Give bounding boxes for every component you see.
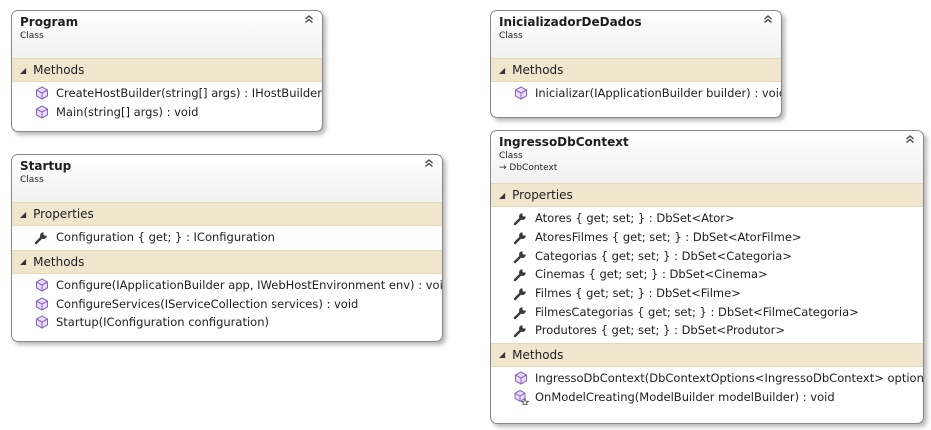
method-icon	[513, 370, 529, 386]
member-row[interactable]: Main(string[] args) : void	[12, 103, 322, 122]
member-list: Configuration { get; } : IConfiguration	[12, 226, 442, 250]
member-list: Atores { get; set; } : DbSet<Ator> Atores…	[491, 207, 923, 343]
member-signature: Atores { get; set; } : DbSet<Ator>	[535, 211, 735, 226]
member-row[interactable]: AtoresFilmes { get; set; } : DbSet<AtorF…	[491, 228, 923, 247]
member-row[interactable]: Inicializar(IApplicationBuilder builder)…	[491, 84, 781, 103]
base-class: → DbContext	[499, 162, 915, 174]
member-signature: Startup(IConfiguration configuration)	[56, 315, 269, 330]
base-class-name: DbContext	[509, 163, 558, 173]
member-row[interactable]: Categorias { get; set; } : DbSet<Categor…	[491, 246, 923, 265]
property-wrench-icon	[513, 322, 529, 338]
protected-override-method-icon	[513, 389, 530, 406]
member-row[interactable]: IngressoDbContext(DbContextOptions<Ingre…	[491, 369, 923, 388]
member-row[interactable]: Produtores { get; set; } : DbSet<Produto…	[491, 321, 923, 340]
member-signature: ConfigureServices(IServiceCollection ser…	[56, 296, 359, 311]
member-signature: Categorias { get; set; } : DbSet<Categor…	[535, 248, 792, 263]
method-icon	[34, 277, 50, 293]
member-row[interactable]: Startup(IConfiguration configuration)	[12, 313, 442, 332]
member-signature: Configure(IApplicationBuilder app, IWebH…	[56, 278, 443, 293]
expand-triangle-icon[interactable]: ◢	[499, 190, 506, 200]
member-row[interactable]: Filmes { get; set; } : DbSet<Filme>	[491, 284, 923, 303]
property-wrench-icon	[513, 210, 529, 226]
section-label: Methods	[512, 63, 564, 77]
collapse-chevron-icon[interactable]	[763, 14, 773, 27]
method-icon	[34, 296, 50, 312]
member-list: IngressoDbContext(DbContextOptions<Ingre…	[491, 367, 923, 409]
property-wrench-icon	[513, 285, 529, 301]
class-name: InicializadorDeDados	[499, 15, 642, 29]
member-row[interactable]: Configure(IApplicationBuilder app, IWebH…	[12, 276, 442, 295]
expand-triangle-icon[interactable]: ◢	[20, 209, 27, 219]
class-stereotype: Class	[20, 175, 44, 185]
section-label: Methods	[512, 347, 564, 362]
member-signature: Main(string[] args) : void	[56, 105, 199, 120]
property-wrench-icon	[34, 229, 50, 245]
member-list: CreateHostBuilder(string[] args) : IHost…	[12, 82, 322, 124]
class-name: Startup	[20, 159, 72, 173]
section-header-properties[interactable]: ◢ Properties	[491, 183, 923, 207]
method-icon	[513, 85, 529, 101]
collapse-chevron-icon[interactable]	[424, 158, 434, 171]
property-wrench-icon	[513, 266, 529, 282]
section-label: Properties	[33, 207, 94, 221]
collapse-chevron-icon[interactable]	[304, 14, 314, 27]
member-signature: Produtores { get; set; } : DbSet<Produto…	[535, 323, 785, 338]
section-header-methods[interactable]: ◢ Methods	[12, 58, 322, 82]
section-header-methods[interactable]: ◢ Methods	[12, 249, 442, 274]
expand-triangle-icon[interactable]: ◢	[499, 65, 506, 75]
section-label: Methods	[33, 254, 85, 269]
section-label: Properties	[512, 188, 573, 202]
class-stereotype: Class	[499, 151, 523, 161]
class-name: IngressoDbContext	[499, 135, 629, 149]
expand-triangle-icon[interactable]: ◢	[499, 350, 506, 360]
member-row[interactable]: ConfigureServices(IServiceCollection ser…	[12, 294, 442, 313]
class-stereotype: Class	[499, 31, 523, 41]
member-list: Configure(IApplicationBuilder app, IWebH…	[12, 274, 442, 335]
expand-triangle-icon[interactable]: ◢	[20, 257, 27, 267]
member-signature: Cinemas { get; set; } : DbSet<Cinema>	[535, 267, 768, 282]
method-icon	[34, 314, 50, 330]
expand-triangle-icon[interactable]: ◢	[20, 65, 27, 75]
member-signature: AtoresFilmes { get; set; } : DbSet<AtorF…	[535, 230, 802, 245]
method-icon	[34, 85, 50, 101]
member-list: Inicializar(IApplicationBuilder builder)…	[491, 82, 781, 106]
property-wrench-icon	[513, 229, 529, 245]
class-stereotype: Class	[20, 31, 44, 41]
property-wrench-icon	[513, 304, 529, 320]
member-row[interactable]: FilmesCategorias { get; set; } : DbSet<F…	[491, 302, 923, 321]
member-row[interactable]: Configuration { get; } : IConfiguration	[12, 228, 442, 247]
section-header-methods[interactable]: ◢ Methods	[491, 342, 923, 367]
section-header-methods[interactable]: ◢ Methods	[491, 58, 781, 82]
member-signature: Inicializar(IApplicationBuilder builder)…	[535, 86, 782, 101]
section-label: Methods	[33, 63, 85, 77]
member-signature: FilmesCategorias { get; set; } : DbSet<F…	[535, 304, 859, 319]
inheritance-arrow-icon: →	[499, 163, 510, 173]
member-row[interactable]: OnModelCreating(ModelBuilder modelBuilde…	[491, 388, 923, 407]
section-header-properties[interactable]: ◢ Properties	[12, 202, 442, 226]
collapse-chevron-icon[interactable]	[905, 134, 915, 147]
member-signature: CreateHostBuilder(string[] args) : IHost…	[56, 86, 322, 101]
method-icon	[34, 104, 50, 120]
class-name: Program	[20, 15, 79, 29]
member-row[interactable]: Atores { get; set; } : DbSet<Ator>	[491, 209, 923, 228]
member-signature: Configuration { get; } : IConfiguration	[56, 230, 275, 245]
member-signature: OnModelCreating(ModelBuilder modelBuilde…	[535, 389, 835, 404]
member-signature: Filmes { get; set; } : DbSet<Filme>	[535, 286, 741, 301]
member-signature: IngressoDbContext(DbContextOptions<Ingre…	[535, 371, 924, 386]
property-wrench-icon	[513, 248, 529, 264]
member-row[interactable]: CreateHostBuilder(string[] args) : IHost…	[12, 84, 322, 103]
member-row[interactable]: Cinemas { get; set; } : DbSet<Cinema>	[491, 265, 923, 284]
